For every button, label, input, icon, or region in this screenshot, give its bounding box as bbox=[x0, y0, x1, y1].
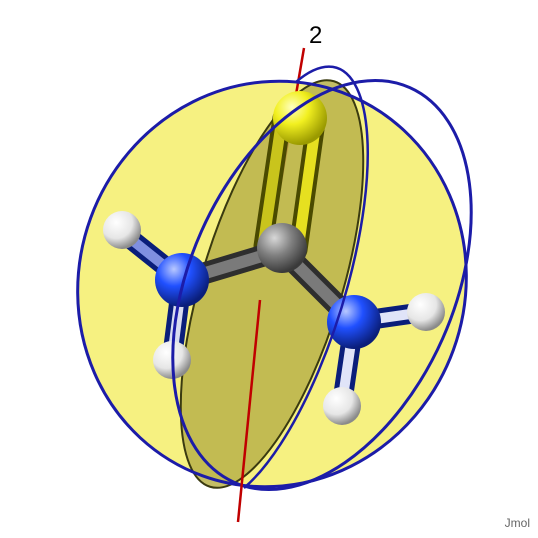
atom-n-left bbox=[155, 253, 209, 307]
atom-c bbox=[257, 223, 307, 273]
mirror-plane-1-edge bbox=[76, 79, 468, 489]
atom-h-1 bbox=[103, 211, 141, 249]
mirror-plane-3-edge bbox=[171, 79, 473, 491]
mirror-plane-2-front-edge bbox=[243, 65, 369, 489]
atom-h-3 bbox=[407, 293, 445, 331]
atoms bbox=[103, 91, 445, 425]
axis-label: 2 bbox=[309, 22, 323, 49]
bond-c-s-b-hl bbox=[292, 116, 322, 256]
c2-axis-front bbox=[236, 299, 262, 523]
atom-h-4 bbox=[323, 387, 361, 425]
bond-c-s-a-hl bbox=[257, 112, 288, 252]
atom-s bbox=[273, 91, 327, 145]
atom-n-right bbox=[327, 295, 381, 349]
jmol-watermark: Jmol bbox=[504, 516, 530, 530]
